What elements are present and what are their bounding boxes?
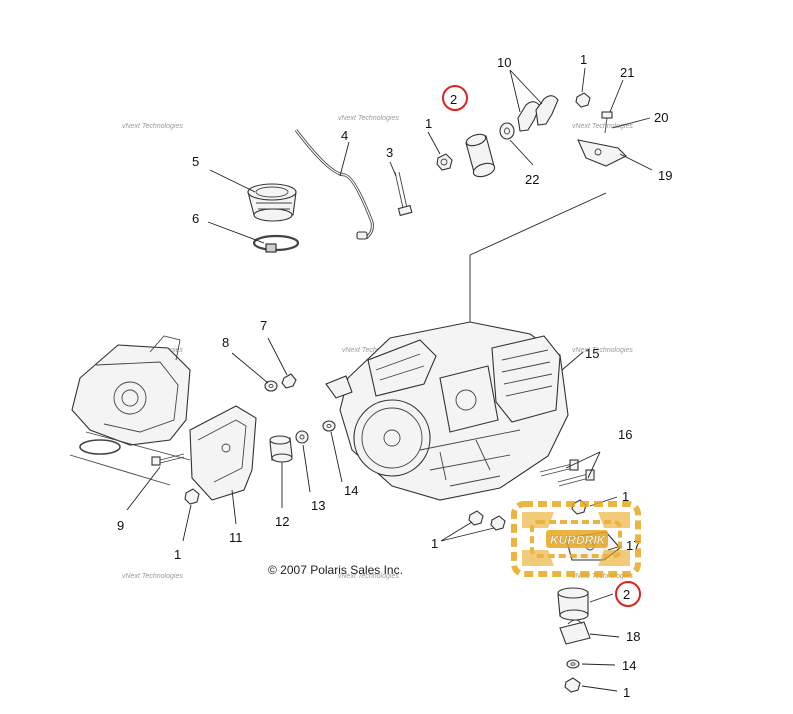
nut-top-right bbox=[575, 92, 591, 108]
watermark-6: vNext Technologies bbox=[572, 347, 633, 354]
washer-22 bbox=[499, 122, 515, 140]
callout-8: 8 bbox=[222, 335, 229, 350]
bracket-18 bbox=[559, 619, 591, 645]
callout-10: 10 bbox=[497, 55, 511, 70]
washer-14-left bbox=[322, 420, 336, 432]
callout-21: 21 bbox=[620, 65, 634, 80]
callout-1-center: 1 bbox=[431, 536, 438, 551]
washer-14-bottom bbox=[566, 659, 580, 669]
rubber-mount-bottom bbox=[557, 587, 589, 621]
callout-15: 15 bbox=[585, 346, 599, 361]
callout-14-bottom: 14 bbox=[622, 658, 636, 673]
watermark-7: vNext Technologies bbox=[122, 573, 183, 580]
callout-4: 4 bbox=[341, 128, 348, 143]
watermark-5: vNext Technologies bbox=[342, 347, 403, 354]
transmission-housing bbox=[69, 335, 191, 486]
nuts-center bbox=[468, 510, 506, 531]
watermark-3: vNext Technologies bbox=[572, 123, 633, 130]
callout-14-left: 14 bbox=[344, 483, 358, 498]
bolt-9 bbox=[151, 453, 185, 466]
callout-7: 7 bbox=[260, 318, 267, 333]
logo-text: KURDRIK bbox=[550, 533, 607, 547]
callout-2-top: 2 bbox=[450, 92, 457, 107]
callout-16: 16 bbox=[618, 427, 632, 442]
callout-2-bottom: 2 bbox=[623, 587, 630, 602]
callout-1-top-right: 1 bbox=[580, 52, 587, 67]
bolts-16 bbox=[539, 459, 595, 487]
bolt-3 bbox=[394, 171, 413, 217]
highlight-circle-top bbox=[442, 85, 468, 111]
breather-tube bbox=[294, 129, 374, 240]
hose-clamp bbox=[252, 234, 300, 253]
callout-20: 20 bbox=[654, 110, 668, 125]
nut-top-left bbox=[436, 153, 453, 171]
callout-5: 5 bbox=[192, 154, 199, 169]
washer-13 bbox=[295, 430, 309, 444]
callout-11: 11 bbox=[229, 530, 243, 545]
bracket-11 bbox=[189, 405, 257, 501]
connector-line bbox=[469, 192, 607, 330]
callout-3: 3 bbox=[386, 145, 393, 160]
rubber-mount-12 bbox=[269, 435, 293, 463]
callout-18: 18 bbox=[626, 629, 640, 644]
bolt-21 bbox=[601, 111, 613, 134]
callout-labels: 1 2 3 4 5 6 7 8 9 10 11 12 13 14 15 16 1… bbox=[117, 52, 672, 700]
callout-1-left: 1 bbox=[174, 547, 181, 562]
callout-19: 19 bbox=[658, 168, 672, 183]
watermark-2: vNext Technologies bbox=[338, 115, 399, 122]
kurdrik-logo: KURDRIK bbox=[511, 501, 641, 577]
callout-1-right: 1 bbox=[622, 489, 629, 504]
engine-assembly bbox=[325, 321, 569, 501]
nut-7 bbox=[281, 373, 297, 389]
nut-bottom-left bbox=[184, 488, 200, 505]
watermarks: vNext Technologies vNext Technologies vN… bbox=[122, 115, 633, 580]
washer-8 bbox=[264, 380, 278, 392]
intake-boot bbox=[247, 183, 297, 222]
callout-12: 12 bbox=[275, 514, 289, 529]
callout-9: 9 bbox=[117, 518, 124, 533]
callout-13: 13 bbox=[311, 498, 325, 513]
watermark-8: vNext Technologies bbox=[338, 573, 399, 580]
callout-1-top: 1 bbox=[425, 116, 432, 131]
callout-1-bottom: 1 bbox=[623, 685, 630, 700]
highlight-circle-bottom bbox=[615, 581, 641, 607]
nut-bottom bbox=[564, 677, 581, 693]
u-clips bbox=[517, 95, 559, 132]
rubber-mount-top bbox=[465, 133, 496, 178]
callout-6: 6 bbox=[192, 211, 199, 226]
bracket-19 bbox=[577, 139, 627, 167]
callout-22: 22 bbox=[525, 172, 539, 187]
copyright-text: © 2007 Polaris Sales Inc. bbox=[268, 563, 403, 577]
watermark-1: vNext Technologies bbox=[122, 123, 183, 130]
